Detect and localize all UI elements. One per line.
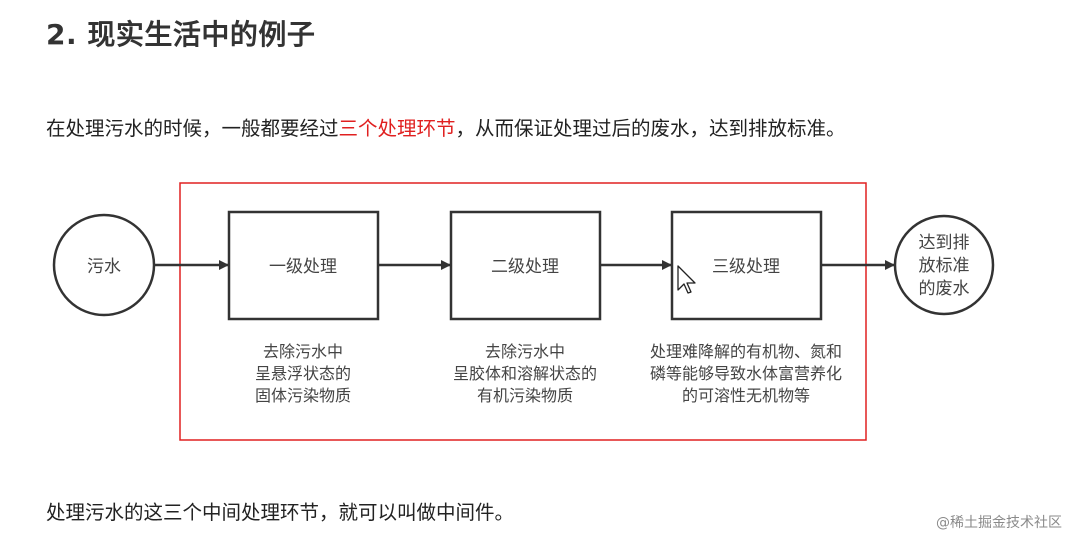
watermark: @稀土掘金技术社区 [936, 515, 1062, 531]
stage-3-box [670, 210, 823, 321]
stage-1-desc-line-3: 固体污染物质 [255, 386, 351, 405]
middleware-frame [179, 182, 867, 441]
stage-3-desc-line-3: 的可溶性无机物等 [682, 386, 810, 405]
stage-3-label: 三级处理 [712, 257, 780, 277]
stage-1-box [227, 210, 380, 321]
stage-2-desc-line-3: 有机污染物质 [477, 386, 573, 405]
stage-2-box [449, 210, 602, 321]
stage-1-label: 一级处理 [269, 257, 337, 277]
start-node-label: 污水 [87, 257, 121, 277]
section-heading: 2. 现实生活中的例子 [46, 18, 316, 51]
intro-highlight: 三个处理环节 [338, 117, 456, 140]
end-node-circle [893, 214, 995, 316]
intro-text-before: 在处理污水的时候，一般都要经过 [46, 117, 339, 140]
end-node-label-line-1: 达到排 [919, 233, 970, 253]
summary-paragraph: 处理污水的这三个中间处理环节，就可以叫做中间件。 [46, 501, 515, 524]
intro-paragraph: 在处理污水的时候，一般都要经过三个处理环节，从而保证处理过后的废水，达到排放标准… [46, 112, 846, 141]
end-node-label-line-2: 放标准 [919, 256, 970, 276]
stage-1-desc-line-2: 呈悬浮状态的 [255, 364, 351, 383]
stage-2-label: 二级处理 [491, 257, 559, 277]
end-node-label-line-3: 的废水 [919, 279, 970, 299]
stage-1-desc-line-1: 去除污水中 [263, 342, 343, 361]
mouse-cursor-icon [677, 265, 696, 294]
stage-2-desc-line-2: 呈胶体和溶解状态的 [453, 364, 597, 383]
stage-2-desc-line-1: 去除污水中 [485, 342, 565, 361]
stage-3-desc-line-2: 磷等能够导致水体富营养化 [650, 364, 842, 383]
intro-text-after: ，从而保证处理过后的废水，达到排放标准。 [455, 117, 846, 140]
stage-3-desc-line-1: 处理难降解的有机物、氮和 [650, 342, 842, 361]
